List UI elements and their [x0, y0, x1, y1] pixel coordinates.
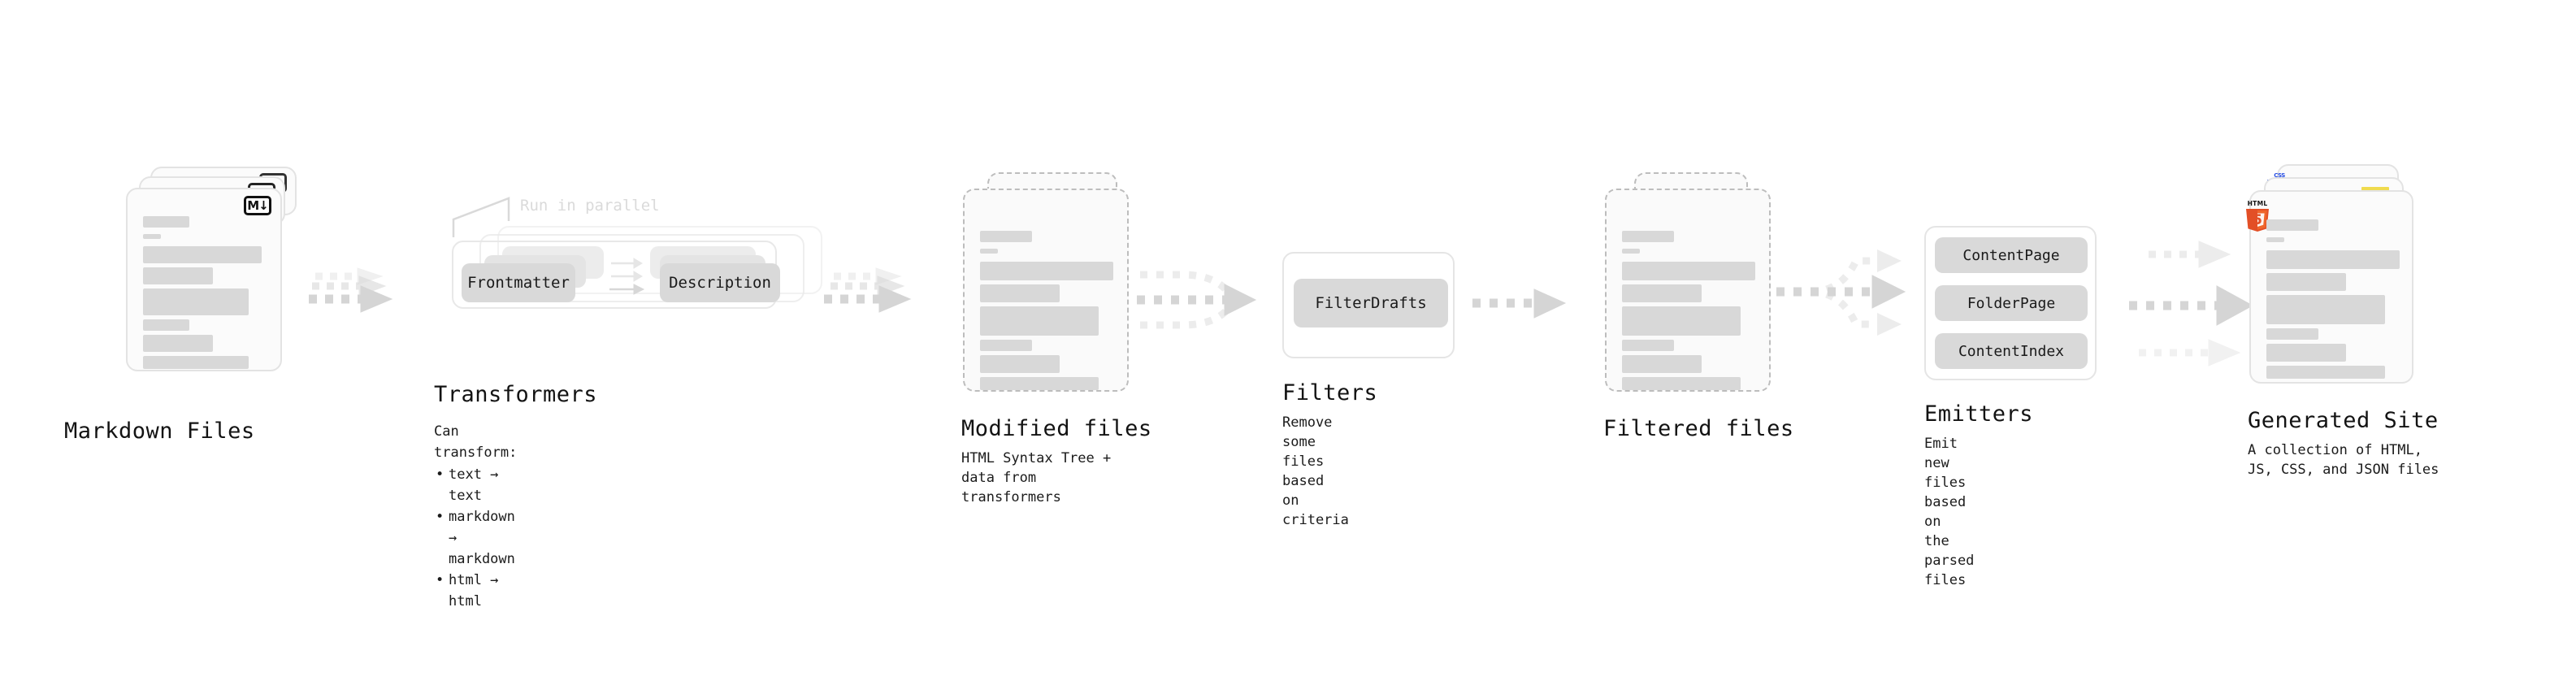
stage-markdown-files: M↓ M↓ M↓ Markdown Files — [64, 167, 313, 444]
skeleton-bar — [980, 355, 1060, 373]
skeleton-bar — [143, 319, 189, 331]
skeleton-bar — [143, 246, 262, 263]
skeleton-bar — [143, 288, 249, 315]
capability-list-header: Can transform: — [434, 423, 518, 461]
skeleton-bar — [980, 249, 998, 254]
stage-subtitle: Emit new files based on the parsed files — [1924, 436, 1975, 588]
capability-item: text → text — [434, 464, 517, 506]
stage-title: Generated Site — [2248, 408, 2439, 433]
connector-transformers-to-modified — [824, 267, 912, 313]
generated-site-stack: CSS HTML 5 — [2246, 164, 2444, 424]
document-skeleton — [128, 189, 280, 370]
skeleton-bar — [980, 284, 1060, 302]
skeleton-bar — [1622, 284, 1702, 302]
connector-modified-to-filters — [1137, 271, 1257, 329]
document-card-front: M↓ — [126, 188, 282, 371]
document-skeleton — [965, 190, 1127, 390]
stage-title: Markdown Files — [64, 419, 255, 444]
svg-text:5: 5 — [2253, 212, 2262, 228]
skeleton-bar — [2266, 328, 2318, 340]
stage-subtitle: Remove some files based on criteria — [1282, 414, 1349, 528]
stage-generated-site: CSS HTML 5 — [2246, 164, 2444, 478]
document-skeleton — [2251, 192, 2412, 382]
skeleton-bar — [1622, 231, 1674, 242]
connector-filtered-to-emitters — [1776, 249, 1906, 336]
document-card-front — [1605, 189, 1771, 392]
document-card-front: HTML 5 — [2246, 190, 2413, 384]
modified-file-stack — [963, 172, 1142, 416]
filters-group-box — [1282, 252, 1455, 358]
skeleton-bar — [980, 340, 1032, 351]
connector-emitters-to-site — [2129, 241, 2254, 367]
svg-text:HTML: HTML — [2248, 200, 2268, 207]
css-logo-label: CSS — [2274, 172, 2285, 179]
emitter-chip-contentindex[interactable]: ContentIndex — [1935, 333, 2088, 369]
skeleton-bar — [2266, 273, 2346, 291]
skeleton-bar — [980, 231, 1032, 242]
skeleton-bar — [2266, 250, 2400, 269]
document-card-front — [963, 189, 1129, 392]
stage-title: Filtered files — [1603, 416, 1794, 441]
transformer-chip-description[interactable]: Description — [660, 263, 780, 302]
run-in-parallel-bracket — [452, 197, 510, 237]
stage-subtitle: HTML Syntax Tree + data from transformer… — [961, 450, 1112, 505]
emitter-chip-folderpage[interactable]: FolderPage — [1935, 285, 2088, 321]
markdown-file-stack: M↓ M↓ M↓ — [126, 167, 313, 419]
connector-markdown-to-transformers — [309, 267, 393, 313]
stage-title: Emitters — [1924, 401, 2034, 427]
markdown-logo-icon: M↓ — [244, 196, 271, 215]
capability-item: html → html — [434, 570, 517, 612]
skeleton-bar — [143, 234, 161, 239]
skeleton-bar — [2266, 219, 2318, 231]
stage-subtitle: A collection of HTML, JS, CSS, and JSON … — [2248, 442, 2439, 478]
skeleton-bar — [143, 356, 249, 369]
stage-modified-files: Modified files HTML Syntax Tree + data f… — [961, 172, 1151, 505]
skeleton-bar — [1622, 249, 1640, 254]
capability-item: markdown → markdown — [434, 506, 517, 570]
skeleton-bar — [143, 216, 189, 228]
filtered-file-stack — [1605, 172, 1784, 416]
skeleton-bar — [980, 306, 1099, 336]
skeleton-bar — [980, 262, 1113, 280]
emitter-chip-contentpage[interactable]: ContentPage — [1935, 237, 2088, 273]
skeleton-bar — [143, 267, 213, 284]
skeleton-bar — [2266, 366, 2385, 379]
stage-title: Modified files — [961, 416, 1152, 441]
transformers-capability-list: Can transform: text → text markdown → ma… — [434, 421, 517, 612]
skeleton-bar — [1622, 340, 1674, 351]
skeleton-bar — [2266, 295, 2385, 324]
skeleton-bar — [143, 335, 213, 352]
transformer-chip-frontmatter[interactable]: Frontmatter — [462, 263, 575, 302]
run-in-parallel-label: Run in parallel — [520, 197, 660, 215]
skeleton-bar — [2266, 344, 2346, 362]
filter-chip-filterdrafts[interactable]: FilterDrafts — [1294, 279, 1448, 327]
skeleton-bar — [980, 377, 1099, 390]
connector-filters-to-filtered — [1472, 288, 1567, 319]
skeleton-bar — [1622, 306, 1741, 336]
stage-title: Transformers — [434, 382, 598, 407]
skeleton-bar — [1622, 377, 1741, 390]
transformer-inner-arrows — [609, 258, 645, 295]
document-skeleton — [1607, 190, 1769, 390]
emitters-group-box — [1924, 226, 2097, 380]
stage-title: Filters — [1282, 380, 1378, 406]
html5-logo-icon: HTML 5 — [2243, 198, 2272, 232]
skeleton-bar — [1622, 355, 1702, 373]
skeleton-bar — [2266, 237, 2284, 242]
stage-filtered-files: Filtered files — [1603, 172, 1793, 441]
skeleton-bar — [1622, 262, 1755, 280]
